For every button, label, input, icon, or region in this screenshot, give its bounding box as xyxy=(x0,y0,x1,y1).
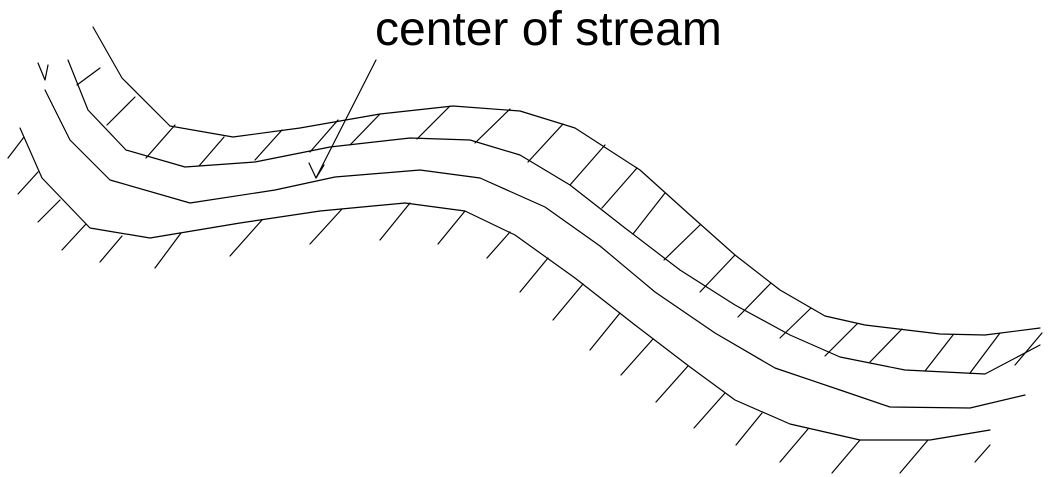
hatch-mark xyxy=(552,283,584,321)
hatch-mark xyxy=(486,231,511,259)
hatch-mark xyxy=(663,224,701,261)
leader-arrowhead xyxy=(308,162,325,179)
hatch-mark xyxy=(99,235,123,263)
hatch-mark xyxy=(37,199,61,223)
hatch-mark xyxy=(969,332,1001,374)
hatch-mark xyxy=(735,412,763,446)
hatch-mark xyxy=(379,202,411,241)
hatch-mark xyxy=(779,428,809,463)
hatch-mark xyxy=(632,192,666,235)
upper-bank-line xyxy=(92,26,1041,336)
hatch-mark xyxy=(198,136,225,167)
hatch-mark xyxy=(824,323,858,357)
hatch-mark xyxy=(7,136,25,159)
hatch-mark xyxy=(569,144,606,186)
hatch-mark xyxy=(154,232,182,269)
hatch-mark xyxy=(693,392,726,429)
hatch-mark xyxy=(779,307,812,339)
hatch-mark xyxy=(309,208,343,245)
upper-bank-hatching xyxy=(76,67,1043,374)
lower-stream-edge xyxy=(44,89,1026,409)
label-leader-line xyxy=(315,59,377,179)
hatch-mark xyxy=(17,171,39,195)
hatch-mark xyxy=(899,439,929,474)
hatch-mark xyxy=(924,334,954,372)
hatch-mark xyxy=(76,67,101,86)
hatch-mark xyxy=(737,282,772,318)
hatch-mark xyxy=(229,219,263,257)
hatch-mark xyxy=(831,439,861,474)
lower-bank-line xyxy=(19,127,991,441)
center-of-stream-label: center of stream xyxy=(375,3,722,56)
hatch-mark xyxy=(974,444,991,463)
top-left-tick xyxy=(37,62,49,81)
hatch-mark xyxy=(519,257,549,293)
hatch-mark xyxy=(437,210,466,245)
hatch-mark xyxy=(655,365,689,403)
hatch-mark xyxy=(416,105,451,140)
hatch-mark xyxy=(61,223,87,251)
hatch-mark xyxy=(527,123,564,163)
hatch-mark xyxy=(145,124,176,159)
hatch-mark xyxy=(349,113,381,146)
hatch-mark xyxy=(620,338,654,376)
hatch-mark xyxy=(309,119,339,153)
hatch-mark xyxy=(106,96,136,126)
hatch-mark xyxy=(1014,332,1043,366)
hatch-mark xyxy=(601,167,638,209)
hatch-mark xyxy=(869,328,903,363)
hatch-mark xyxy=(589,312,621,351)
lower-bank-hatching xyxy=(7,136,991,474)
hatch-mark xyxy=(474,108,511,144)
hatch-mark xyxy=(254,129,283,161)
hatch-mark xyxy=(699,254,736,293)
upper-stream-edge xyxy=(67,59,1041,375)
